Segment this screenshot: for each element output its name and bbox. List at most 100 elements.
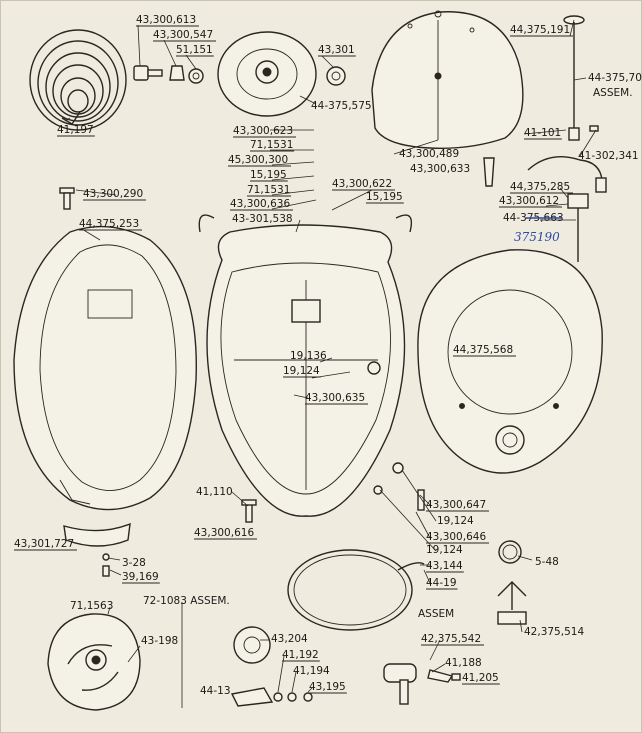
part-number-label: 43,300,290 bbox=[83, 188, 143, 200]
part-number-label: 41,110 bbox=[196, 486, 233, 498]
part-number-label: 71,1531 bbox=[247, 184, 290, 196]
leader-line-28 bbox=[231, 491, 249, 507]
leader-line-15 bbox=[295, 219, 301, 233]
part-number-label: ASSEM. bbox=[593, 87, 633, 99]
leader-line-23 bbox=[75, 189, 117, 196]
leader-line-3 bbox=[185, 54, 197, 70]
part-number-label: 41-101 bbox=[524, 127, 561, 139]
cam-disc bbox=[47, 613, 141, 711]
part-number-label: 71,1531 bbox=[250, 139, 293, 151]
part-number-label: 43,301 bbox=[318, 44, 355, 56]
leader-line-47 bbox=[431, 663, 446, 673]
part-number-label: 45,300,300 bbox=[228, 154, 288, 166]
leader-line-43 bbox=[291, 671, 297, 693]
leader-line-2 bbox=[163, 39, 177, 67]
leader-line-46 bbox=[519, 619, 523, 633]
part-number-label: 41-302,341 bbox=[578, 150, 639, 162]
part-number-label: 44-13 bbox=[200, 685, 231, 697]
small-bolt bbox=[133, 65, 163, 81]
leader-line-6 bbox=[299, 95, 317, 105]
leader-line-14 bbox=[271, 199, 317, 210]
part-number-label: 42,375,542 bbox=[421, 633, 481, 645]
leader-line-16 bbox=[331, 189, 373, 211]
part-number-label: 43-301,538 bbox=[232, 213, 293, 225]
part-number-label: 42,375,514 bbox=[524, 626, 584, 638]
leader-line-21 bbox=[545, 203, 569, 207]
part-number-label: 72-1083 ASSEM. bbox=[143, 595, 230, 607]
part-number-label: 43,300,647 bbox=[426, 499, 486, 511]
leader-line-17 bbox=[393, 139, 439, 155]
coil-spring bbox=[29, 29, 127, 131]
leader-line-24 bbox=[81, 228, 101, 241]
part-number-label: 41,188 bbox=[445, 657, 482, 669]
part-number-label: 43,204 bbox=[271, 633, 308, 645]
cable-fitting bbox=[527, 156, 607, 262]
leader-line-40 bbox=[127, 645, 141, 663]
part-number-label: 43,300,622 bbox=[332, 178, 392, 190]
part-number-label: 43,300,623 bbox=[233, 125, 293, 137]
part-number-label: 19,124 bbox=[426, 544, 463, 556]
part-number-label: 43,195 bbox=[309, 681, 346, 693]
leader-line-44 bbox=[307, 687, 313, 693]
center-frame bbox=[198, 214, 413, 517]
part-number-label: 71,1563 bbox=[70, 600, 113, 612]
part-number-label: 44,375,285 bbox=[510, 181, 570, 193]
leader-line-12 bbox=[271, 175, 315, 181]
part-number-label: 43,144 bbox=[426, 560, 463, 572]
part-number-label: 41,205 bbox=[462, 672, 499, 684]
lamp-assembly bbox=[497, 581, 527, 625]
small-parts-left bbox=[102, 553, 110, 577]
part-number-label: 44,375,568 bbox=[453, 344, 513, 356]
part-number-label: 39,169 bbox=[122, 571, 159, 583]
part-number-label: 43,300,547 bbox=[153, 29, 213, 41]
part-number-label: 15,195 bbox=[250, 169, 287, 181]
part-number-label: 43,300,613 bbox=[136, 14, 196, 26]
knob-assembly bbox=[383, 663, 461, 705]
part-number-label: 44,375,191 bbox=[510, 24, 570, 36]
cable-coil bbox=[287, 549, 425, 631]
part-number-label: 19,124 bbox=[283, 365, 320, 377]
small-screw-top bbox=[483, 157, 495, 187]
part-number-label: 51,151 bbox=[176, 44, 213, 56]
leader-line-27 bbox=[293, 394, 309, 399]
leader-line-5 bbox=[64, 117, 71, 122]
left-shell bbox=[13, 225, 197, 511]
leader-line-36 bbox=[107, 557, 121, 561]
part-number-label: 43,300,616 bbox=[194, 527, 254, 539]
part-number-label: 43,300,636 bbox=[230, 198, 290, 210]
part-number-label: 19,124 bbox=[437, 515, 474, 527]
handwritten-correction: 375190 bbox=[514, 230, 560, 244]
cap-nut bbox=[169, 65, 185, 81]
leader-line-18 bbox=[523, 129, 567, 135]
part-number-label: 44-375,575 bbox=[311, 100, 372, 112]
frame-small-screw bbox=[241, 499, 257, 523]
leader-line-1 bbox=[137, 24, 141, 67]
rod-assembly bbox=[563, 15, 599, 141]
right-lid bbox=[417, 249, 603, 474]
ring bbox=[498, 540, 522, 564]
part-number-label: 44,375,253 bbox=[79, 218, 139, 230]
leader-line-11 bbox=[271, 161, 315, 166]
leader-line-4 bbox=[321, 55, 335, 69]
curved-strip bbox=[63, 522, 131, 547]
part-number-label: 44-375,701 bbox=[588, 72, 642, 84]
right-washer bbox=[373, 485, 383, 495]
leader-line-37 bbox=[109, 569, 122, 576]
leader-line-31 bbox=[415, 511, 431, 539]
part-number-label: 43,300,646 bbox=[426, 531, 486, 543]
leader-line-34 bbox=[423, 569, 431, 584]
lever bbox=[230, 687, 274, 707]
leader-line-30 bbox=[401, 469, 437, 522]
leader-line-29 bbox=[419, 494, 431, 506]
leader-line-45 bbox=[429, 639, 441, 661]
part-number-label: 43,300,489 bbox=[399, 148, 459, 160]
top-left-bolt bbox=[59, 187, 75, 210]
pulley-disc bbox=[217, 31, 317, 117]
part-number-label: 43,300,612 bbox=[499, 195, 559, 207]
part-number-label: ASSEM bbox=[418, 608, 454, 620]
top-cover bbox=[371, 10, 524, 149]
right-nut bbox=[392, 462, 404, 474]
